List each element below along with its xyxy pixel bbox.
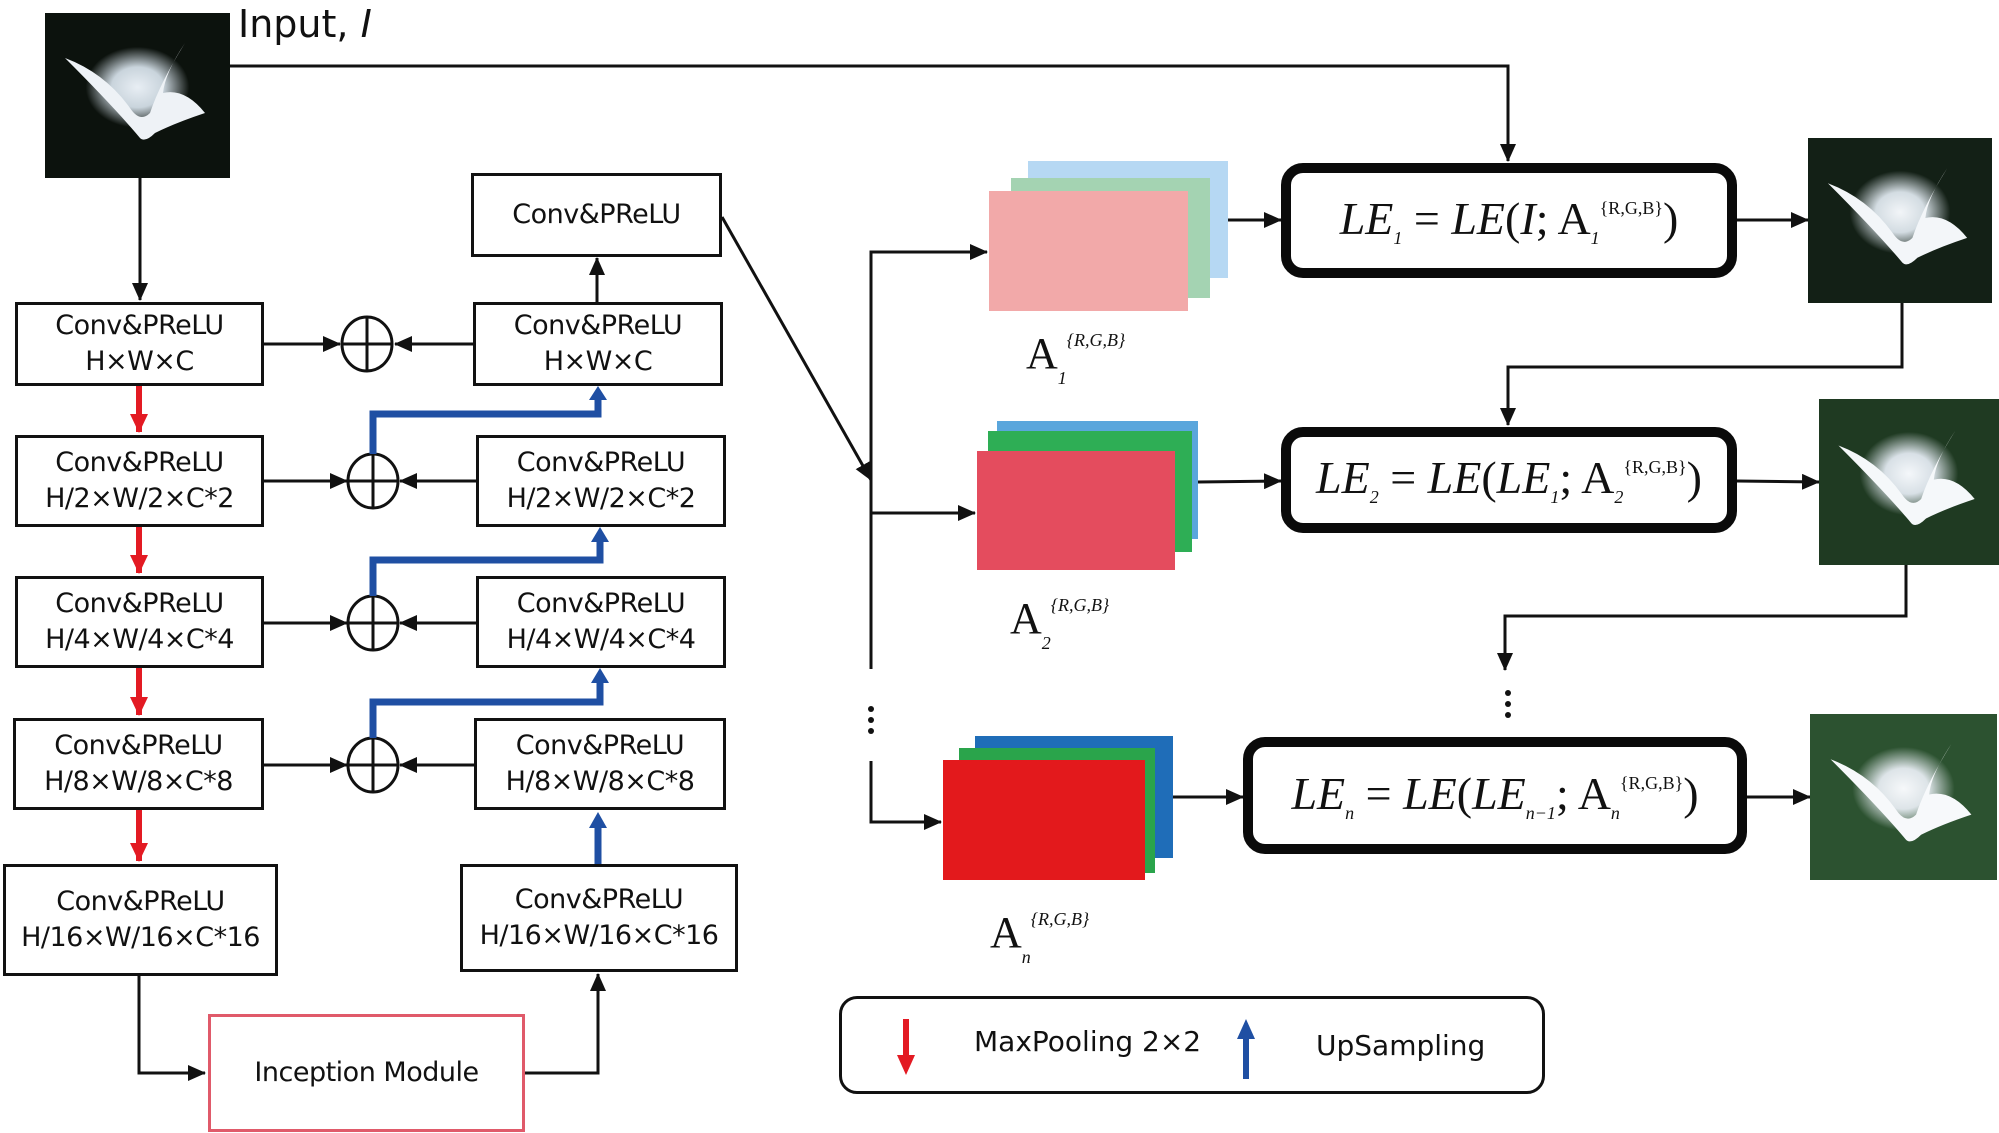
curve-channels: {R,G,B} [1066, 330, 1126, 351]
formula-text: LE1 = LE(I; A1{R,G,B}) [1339, 192, 1679, 249]
curve-map-r [977, 451, 1175, 570]
sum-node-icon [346, 452, 400, 510]
block-name: Conv&PReLU [55, 447, 224, 478]
inception-label: Inception Module [254, 1057, 479, 1088]
egret-icon [65, 43, 205, 140]
arrow-out1-to-le2 [1500, 303, 1904, 426]
output-image-n [1810, 714, 1997, 880]
formula-text: LE2 = LE(LE1; A2{R,G,B}) [1316, 452, 1702, 508]
block-name: Conv&PReLU [55, 588, 224, 619]
curve-index: 1 [1057, 367, 1067, 388]
egret-icon [1838, 430, 1975, 525]
arrow-input-to-le1 [230, 64, 1516, 162]
decoder-block-1: Conv&PReLU H×W×C [473, 302, 723, 386]
block-shape: H/8×W/8×C*8 [505, 766, 695, 797]
block-name: Conv&PReLU [516, 588, 686, 619]
formula-le-2: LE2 = LE(LE1; A2{R,G,B}) [1281, 427, 1737, 533]
input-label: Input, I [238, 2, 372, 46]
sum-node-icon [340, 315, 394, 373]
block-shape: H/16×W/16×C*16 [479, 920, 719, 951]
maxpool-arrow-head [130, 697, 148, 716]
curve-index: 2 [1041, 632, 1051, 653]
curve-map-r [989, 191, 1188, 311]
arrow-a2-to-le2 [1197, 473, 1282, 490]
upsample-path [369, 394, 602, 454]
legend-upsample-label: UpSampling [1316, 1029, 1486, 1062]
maxpool-arrow-head [130, 414, 148, 433]
curve-channels: {R,G,B} [1050, 595, 1110, 616]
maxpool-arrow-head [130, 843, 148, 862]
block-name: Conv&PReLU [513, 310, 683, 341]
decoder-block-5: Conv&PReLU H/16×W/16×C*16 [460, 864, 738, 972]
branch-line [869, 244, 988, 669]
output-image-2 [1819, 399, 1999, 565]
block-name: Conv&PReLU [54, 730, 223, 761]
curve-channels: {R,G,B} [1030, 909, 1090, 930]
block-name: Conv&PReLU [516, 447, 686, 478]
sum-node-icon [346, 594, 400, 652]
block-shape: H×W×C [543, 346, 653, 377]
block-name: Conv&PReLU [515, 730, 685, 761]
encoder-block-4: Conv&PReLU H/8×W/8×C*8 [13, 718, 264, 810]
curve-label-n: An {R,G,B} [990, 907, 1090, 967]
curve-index: n [1021, 946, 1031, 967]
upsample-arrow-icon [1237, 1019, 1255, 1079]
upsample-path [369, 536, 604, 596]
block-shape: H/4×W/4×C*4 [45, 624, 234, 655]
encoder-block-2: Conv&PReLU H/2×W/2×C*2 [15, 435, 264, 527]
decoder-block-3: Conv&PReLU H/4×W/4×C*4 [476, 576, 726, 668]
input-image [45, 13, 230, 178]
curve-label-2: A2 {R,G,B} [1010, 593, 1110, 653]
output-image-1 [1808, 138, 1992, 303]
decoder-block-2: Conv&PReLU H/2×W/2×C*2 [476, 435, 726, 527]
formula-text: LEn = LE(LEn−1; An{R,G,B}) [1291, 767, 1699, 824]
arrow-out2-to-len [1497, 565, 1908, 671]
upsample-path [369, 677, 604, 738]
block-shape: H/4×W/4×C*4 [506, 624, 696, 655]
inception-module: Inception Module [208, 1014, 525, 1132]
arrow-conv-to-curves [720, 216, 873, 481]
formula-le-1: LE1 = LE(I; A1{R,G,B}) [1281, 163, 1737, 278]
decoder-block-4: Conv&PReLU H/8×W/8×C*8 [474, 718, 726, 810]
upsample-arrow-head [591, 668, 609, 683]
block-name: Conv&PReLU [514, 884, 684, 915]
block-name: Conv&PReLU [56, 886, 225, 917]
curve-symbol: A [990, 908, 1022, 957]
block-shape: H/2×W/2×C*2 [506, 483, 696, 514]
curve-map-r [943, 760, 1145, 880]
block-name: Conv&PReLU [512, 199, 681, 230]
curve-label-1: A1 {R,G,B} [1026, 328, 1126, 388]
egret-icon [1827, 168, 1968, 265]
arrow-le2-to-output [1736, 473, 1820, 490]
egret-icon [1830, 744, 1972, 842]
ellipsis-icon [1505, 690, 1511, 723]
arrow-to-an [869, 761, 942, 830]
ellipsis-icon [868, 706, 874, 739]
maxpool-arrow-head [130, 555, 148, 574]
curve-symbol: A [1026, 329, 1058, 378]
legend: MaxPooling 2×2 UpSampling [839, 996, 1545, 1094]
output-conv-block: Conv&PReLU [471, 173, 722, 257]
input-var: I [360, 2, 372, 46]
upsample-arrow-head [589, 386, 607, 400]
input-label-text: Input, [238, 2, 361, 46]
curve-symbol: A [1010, 594, 1042, 643]
upsample-arrow-head [589, 812, 607, 828]
maxpool-arrow-icon [897, 1019, 915, 1075]
upsample-arrow-head [591, 527, 609, 542]
block-shape: H×W×C [85, 346, 194, 377]
legend-maxpool-label: MaxPooling 2×2 [974, 1025, 1202, 1058]
sum-node-icon [346, 736, 400, 794]
arrow-inception-to-decoder [524, 973, 606, 1075]
block-shape: H/2×W/2×C*2 [45, 483, 234, 514]
formula-le-n: LEn = LE(LEn−1; An{R,G,B}) [1243, 737, 1747, 854]
block-shape: H/8×W/8×C*8 [44, 766, 233, 797]
encoder-block-3: Conv&PReLU H/4×W/4×C*4 [15, 576, 264, 668]
block-name: Conv&PReLU [55, 310, 224, 341]
encoder-block-5: Conv&PReLU H/16×W/16×C*16 [3, 864, 278, 976]
block-shape: H/16×W/16×C*16 [21, 922, 260, 953]
encoder-block-1: Conv&PReLU H×W×C [15, 302, 264, 386]
arrow-encoder-to-inception [137, 975, 206, 1081]
